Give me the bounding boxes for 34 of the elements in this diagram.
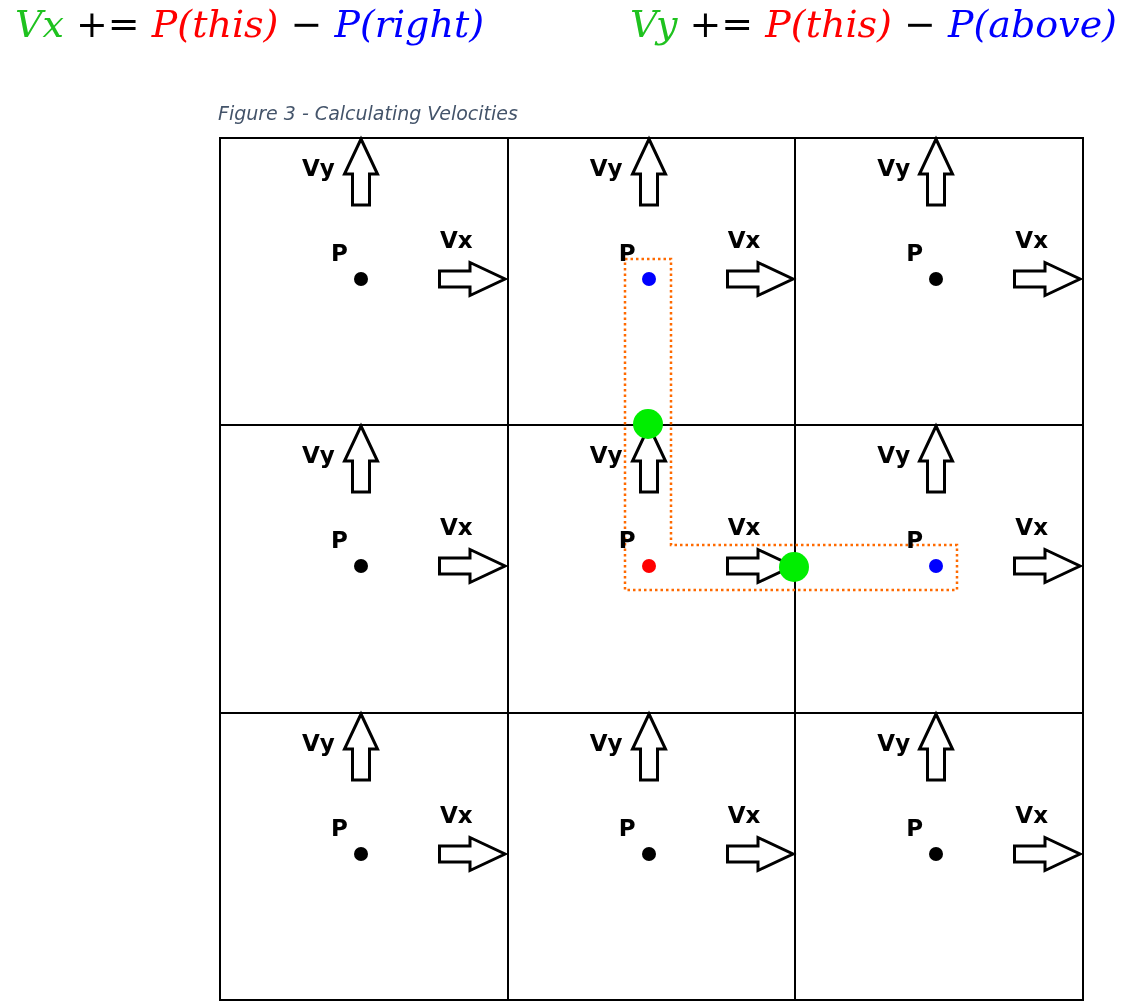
velocity-label: Vx xyxy=(727,803,761,827)
velocity-label: Vy xyxy=(877,731,911,755)
velocity-label: Vx xyxy=(440,803,473,827)
pressure-label: P xyxy=(618,529,636,553)
grid-cell xyxy=(794,711,1084,1001)
velocity-label: Vx xyxy=(1015,516,1048,540)
figure-caption: Figure 3 - Calculating Velocities xyxy=(218,104,518,123)
grid-cell xyxy=(794,137,1084,427)
velocity-label: Vy xyxy=(589,444,623,468)
velocity-label: Vx xyxy=(727,516,761,540)
velocity-label: Vy xyxy=(589,157,623,180)
velocity-label: Vy xyxy=(877,444,911,468)
pressure-label: P xyxy=(906,529,924,553)
velocity-label: Vy xyxy=(302,444,335,468)
pressure-label: P xyxy=(618,816,636,840)
pressure-label: P xyxy=(906,242,924,265)
velocity-label: Vx xyxy=(440,229,473,252)
pressure-label: P xyxy=(906,816,924,840)
velocity-label: Vy xyxy=(302,731,335,755)
velocity-label: Vx xyxy=(1015,229,1048,252)
grid-cell xyxy=(506,711,797,1001)
velocity-label: Vy xyxy=(302,157,335,180)
pressure-label: P xyxy=(618,242,636,265)
grid-cell xyxy=(219,711,509,1001)
velocity-label: Vx xyxy=(727,229,761,252)
velocity-label: Vy xyxy=(877,157,911,180)
grid-cell xyxy=(219,137,509,427)
grid-cell xyxy=(219,424,509,714)
velocity-label: Vy xyxy=(589,731,623,755)
velocity-label: Vx xyxy=(440,516,473,540)
velocity-label: Vx xyxy=(1015,803,1048,827)
pressure-label: P xyxy=(331,529,348,553)
pressure-label: P xyxy=(331,242,348,265)
pressure-label: P xyxy=(331,816,348,840)
